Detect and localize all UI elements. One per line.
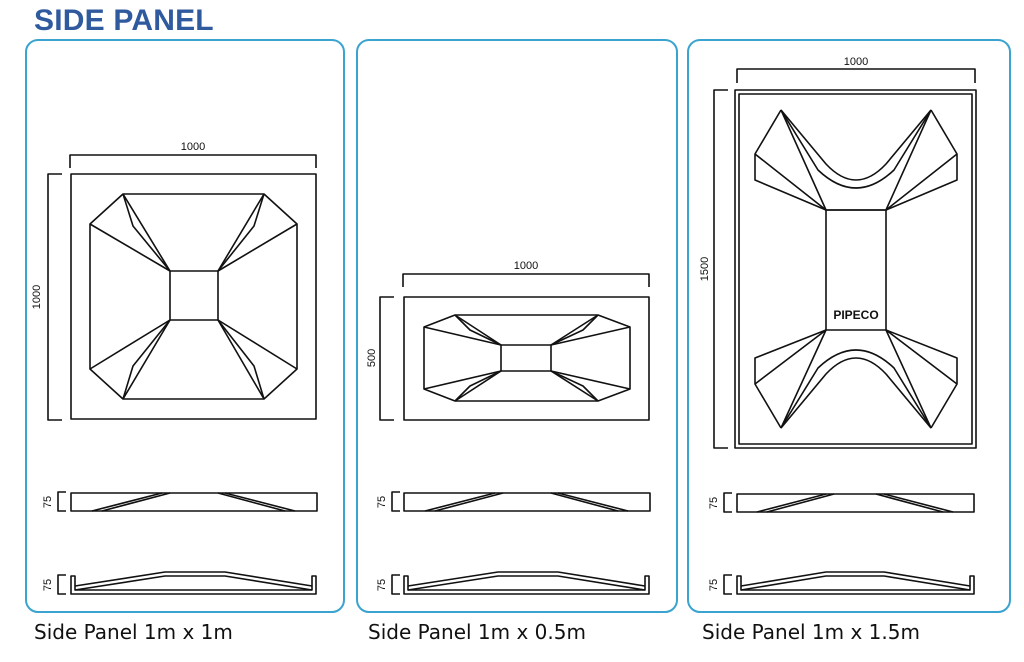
panel-1-width-label: 1000 [181,141,205,153]
panel-3-plan-view [713,68,977,449]
brand-label: PIPECO [833,308,878,322]
panel-card-2 [356,39,678,613]
panel-1-section-b [57,571,317,595]
page-title: SIDE PANEL [34,4,214,37]
panel-1-height-label: 1000 [31,285,43,309]
panel-3-caption: Side Panel 1m x 1.5m [702,620,920,644]
panel-1-section-b-label: 75 [42,579,54,591]
panel-2-plan-view [379,273,650,421]
panel-1-plan-view [47,154,317,421]
panel-2-width-label: 1000 [514,260,538,272]
panel-3-width-label: 1000 [844,56,868,68]
panel-3-height-label: 1500 [699,257,711,281]
panel-3-section-a [723,492,975,513]
panel-2-section-b [391,571,650,595]
panel-card-1 [25,39,345,613]
panel-2-caption: Side Panel 1m x 0.5m [368,620,586,644]
panel-card-3 [687,39,1011,613]
panel-2-section-a-label: 75 [376,496,388,508]
panel-1-caption: Side Panel 1m x 1m [34,620,233,644]
panel-2-height-label: 500 [366,349,378,367]
panel-2-section-b-label: 75 [376,579,388,591]
panel-2-section-a [391,491,651,512]
panel-3-section-b-label: 75 [708,579,720,591]
panel-1-section-a [57,491,318,512]
panel-3-section-a-label: 75 [708,497,720,509]
panel-3-section-b [723,571,975,595]
panel-1-section-a-label: 75 [42,496,54,508]
